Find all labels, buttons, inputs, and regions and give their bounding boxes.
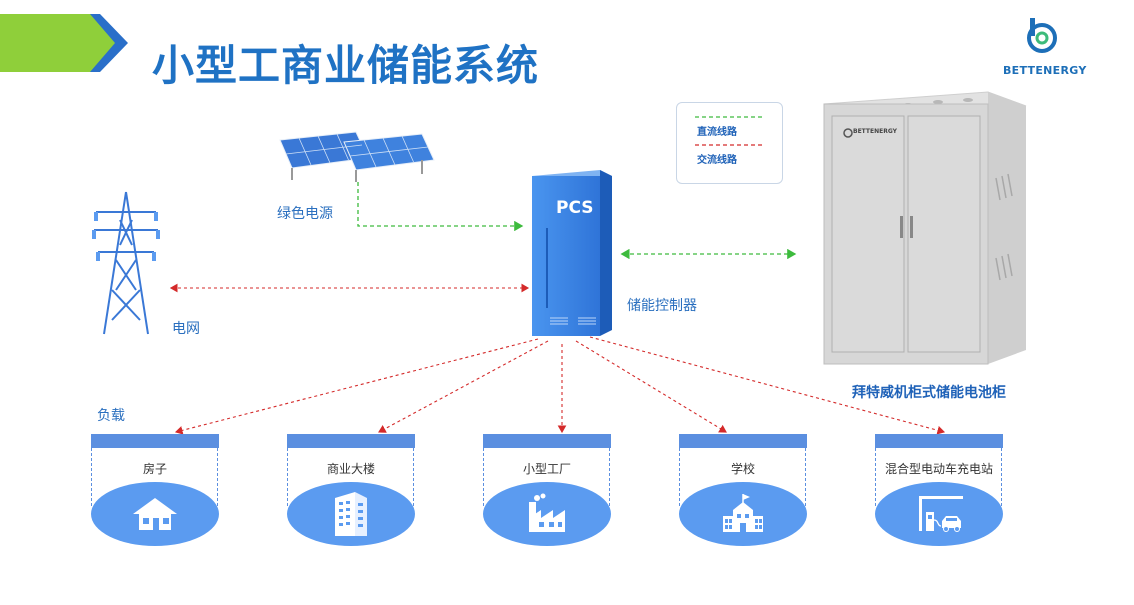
load-label-house: 房子 [142, 462, 167, 476]
ac-line-load-1 [174, 338, 539, 435]
pcs-label: 储能控制器 [627, 298, 697, 314]
load-node-factory: 小型工厂 [483, 434, 611, 546]
load-node-house: 房子 [91, 434, 219, 546]
solar-panel-icon [279, 131, 435, 182]
dc-legend-line [695, 116, 765, 118]
load-node-ev-station: 混合型电动车充电站 [875, 434, 1003, 546]
school-icon [723, 494, 763, 532]
ac-legend-label: 交流线路 [697, 155, 737, 166]
ac-line-load-5 [589, 336, 946, 435]
power-tower-icon [92, 191, 160, 335]
dc-legend-label: 直流线路 [697, 127, 737, 138]
house-icon [133, 498, 177, 530]
ac-line-load-2 [378, 340, 549, 433]
ac-legend-line [695, 144, 765, 146]
pcs-text: PCS [556, 198, 594, 218]
grid-label: 电网 [172, 321, 200, 337]
page-title: 小型工商业储能系统 [152, 41, 540, 90]
brand-logo-icon [1027, 18, 1057, 53]
load-label-ev-station: 混合型电动车充电站 [884, 462, 993, 476]
ac-line-load-4 [575, 340, 727, 433]
banner-arrow [0, 14, 128, 72]
dc-line-solar [357, 182, 524, 232]
load-label: 负载 [97, 408, 125, 424]
cabinet-logo-text: BETTENERGY [853, 128, 897, 135]
factory-icon [529, 493, 565, 532]
load-label-school: 学校 [730, 462, 755, 476]
cabinet-label: 拜特威机柜式储能电池柜 [852, 385, 1006, 401]
legend: 直流线路 交流线路 [676, 102, 783, 184]
brand-name: BETTENERGY [1003, 64, 1087, 77]
battery-cabinet-icon [823, 91, 1027, 365]
load-label-factory: 小型工厂 [522, 462, 571, 476]
load-label-building: 商业大楼 [326, 462, 375, 476]
load-node-school: 学校 [679, 434, 807, 546]
building-icon [335, 492, 367, 536]
pcs-cabinet-icon [532, 170, 612, 336]
green-power-label: 绿色电源 [277, 206, 333, 222]
load-node-building: 商业大楼 [287, 434, 415, 546]
ev-charging-icon [919, 496, 963, 532]
